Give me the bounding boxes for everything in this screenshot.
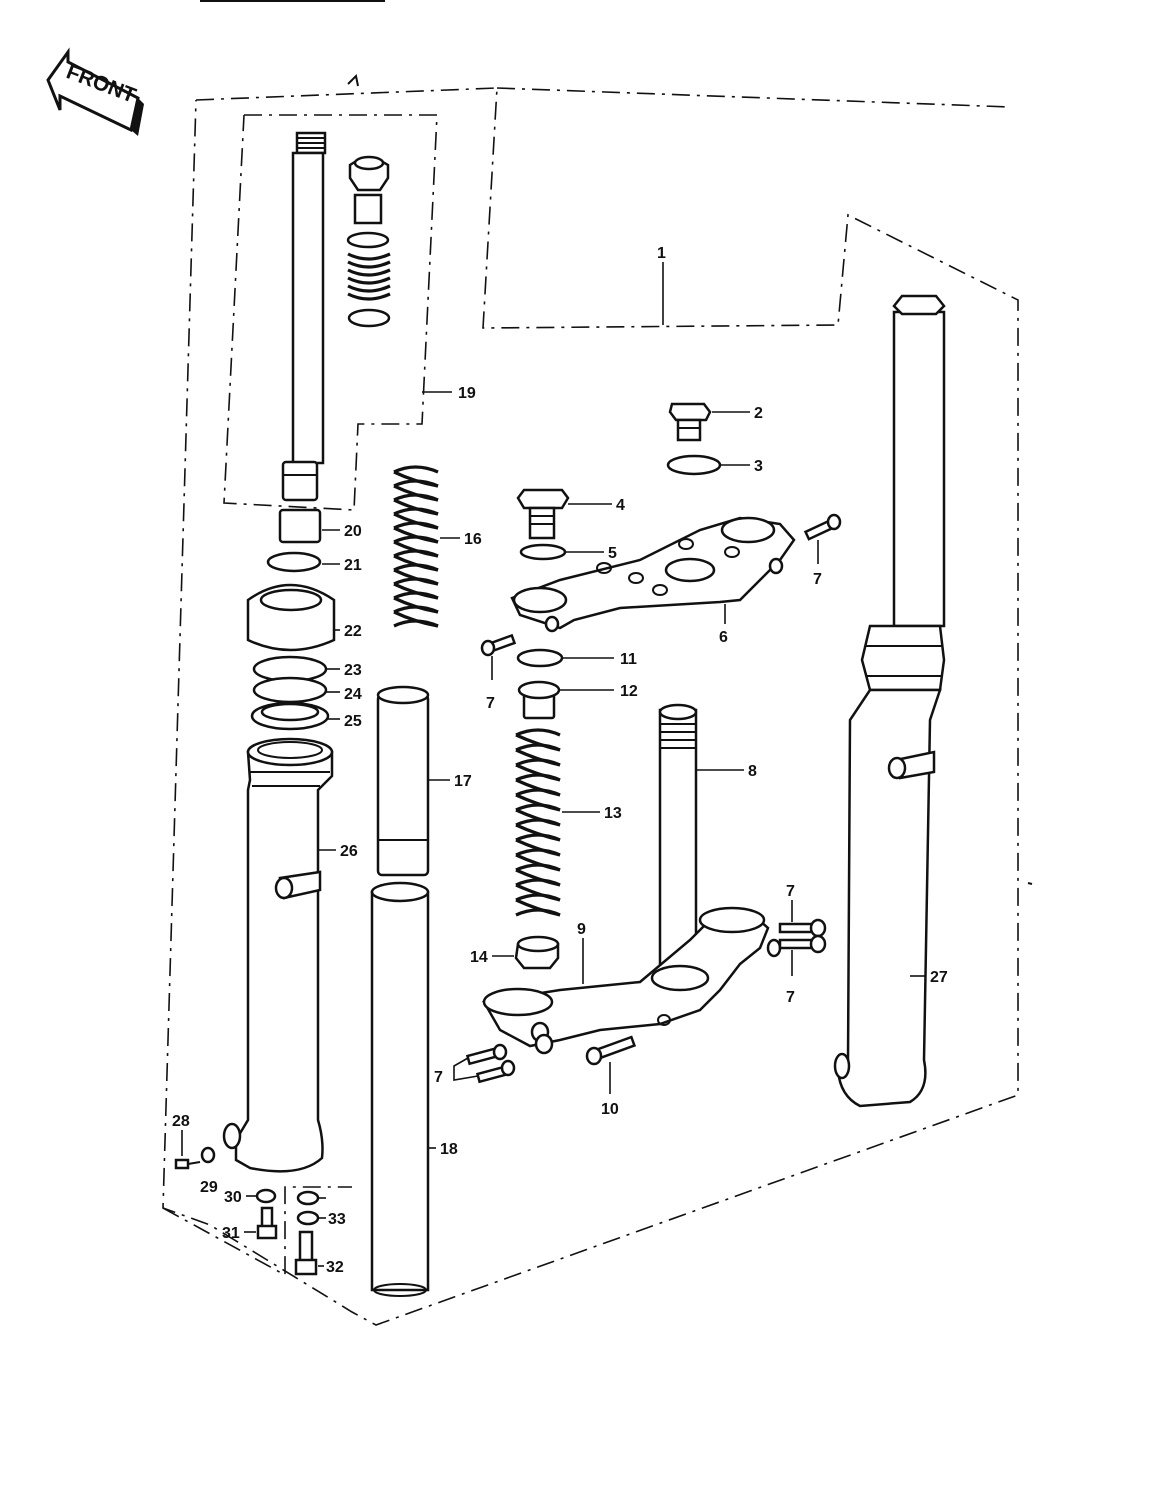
washer-29: [255, 1188, 277, 1204]
callout-25: 26: [340, 843, 358, 860]
guide-bushing: [278, 508, 322, 544]
damper-valve-stack: [346, 155, 391, 328]
left-outer-tube: [222, 737, 334, 1173]
callout-4: 4: [616, 497, 625, 514]
callout-12: 12: [620, 683, 638, 700]
left-inner-tube: [370, 881, 430, 1297]
lower-spring-seat: [514, 935, 560, 970]
o-ring: [519, 543, 567, 561]
callout-10: 10: [601, 1101, 619, 1118]
spring-spacer-tube: [376, 685, 430, 877]
clamp-bolt-lower-right-a: [778, 918, 827, 938]
stray-mark: [347, 73, 359, 87]
dust-cover: [246, 583, 336, 652]
callout-11: 11: [620, 651, 637, 668]
washer-32: [296, 1210, 320, 1226]
callout-17: 18: [440, 1141, 458, 1158]
callout-22: 23: [344, 662, 362, 679]
clamp-bolt-upper-left: [480, 633, 517, 657]
gasket-28: [200, 1146, 216, 1164]
clamp-bolt-lower-left-b: [475, 1059, 516, 1084]
callout-13: 13: [604, 805, 622, 822]
callout-32: 33: [328, 1211, 346, 1228]
callout-18: 19: [458, 385, 476, 402]
washer-11: [516, 648, 564, 668]
bolt-30: [256, 1206, 278, 1240]
fork-spring: [393, 465, 439, 628]
callout-31: 32: [326, 1259, 344, 1276]
fork-cap-bolt: [516, 488, 570, 540]
steering-stem: [658, 703, 698, 972]
callout-16: 17: [454, 773, 472, 790]
stem-head-bolt: [668, 402, 712, 442]
washer-23: [252, 676, 328, 704]
callout-14: 14: [470, 949, 488, 966]
washer-20: [266, 551, 322, 573]
stem-clamp-bolt: [585, 1035, 637, 1066]
callout-30: 31: [222, 1225, 240, 1242]
right-fork-assembly: [833, 294, 946, 1108]
clamp-bolt-lower-right-b: [778, 934, 827, 954]
callout-9: 9: [577, 921, 586, 938]
callout-29: 30: [224, 1189, 242, 1206]
steering-spring: [515, 728, 561, 917]
stray-mark-2: [1027, 882, 1033, 885]
callout-1: 1: [657, 245, 666, 262]
assembly-outline: [162, 87, 1019, 1326]
oil-seal: [250, 701, 330, 731]
fork-inner-parts-outline: [223, 114, 438, 511]
upper-steering-bracket: [510, 516, 796, 633]
washer-33: [296, 1190, 320, 1206]
callout-15: 16: [464, 531, 482, 548]
callout-7-lower-left: 7: [434, 1069, 443, 1086]
callout-3: 3: [754, 458, 763, 475]
washer-3: [666, 454, 722, 476]
callout-7-upper-left: 7: [486, 695, 495, 712]
callout-20: 21: [344, 557, 362, 574]
lower-steering-bracket: [482, 906, 782, 1055]
front-arrow-badge: FRONT: [46, 47, 144, 136]
fork-damper-rod: [281, 131, 327, 502]
clamp-bolt-lower-left-a: [465, 1043, 508, 1066]
callout-7-upper-right: 7: [813, 571, 822, 588]
spring-seat: [517, 680, 561, 720]
clamp-bolt-upper-right: [803, 513, 842, 541]
callout-7-lower-right-bottom: 7: [786, 989, 795, 1006]
callout-6: 6: [719, 629, 728, 646]
callout-8: 8: [748, 763, 757, 780]
callout-23: 24: [344, 686, 362, 703]
callout-5: 5: [608, 545, 617, 562]
drain-screw: [174, 1158, 201, 1170]
callout-21: 22: [344, 623, 362, 640]
callout-26: 27: [930, 969, 948, 986]
axle-clamp-bolt: [294, 1230, 318, 1276]
callout-7-lower-right-top: 7: [786, 883, 795, 900]
callout-2: 2: [754, 405, 763, 422]
callout-28: 29: [200, 1179, 218, 1196]
callout-27: 28: [172, 1113, 190, 1130]
callout-24: 25: [344, 713, 362, 730]
callout-19: 20: [344, 523, 362, 540]
